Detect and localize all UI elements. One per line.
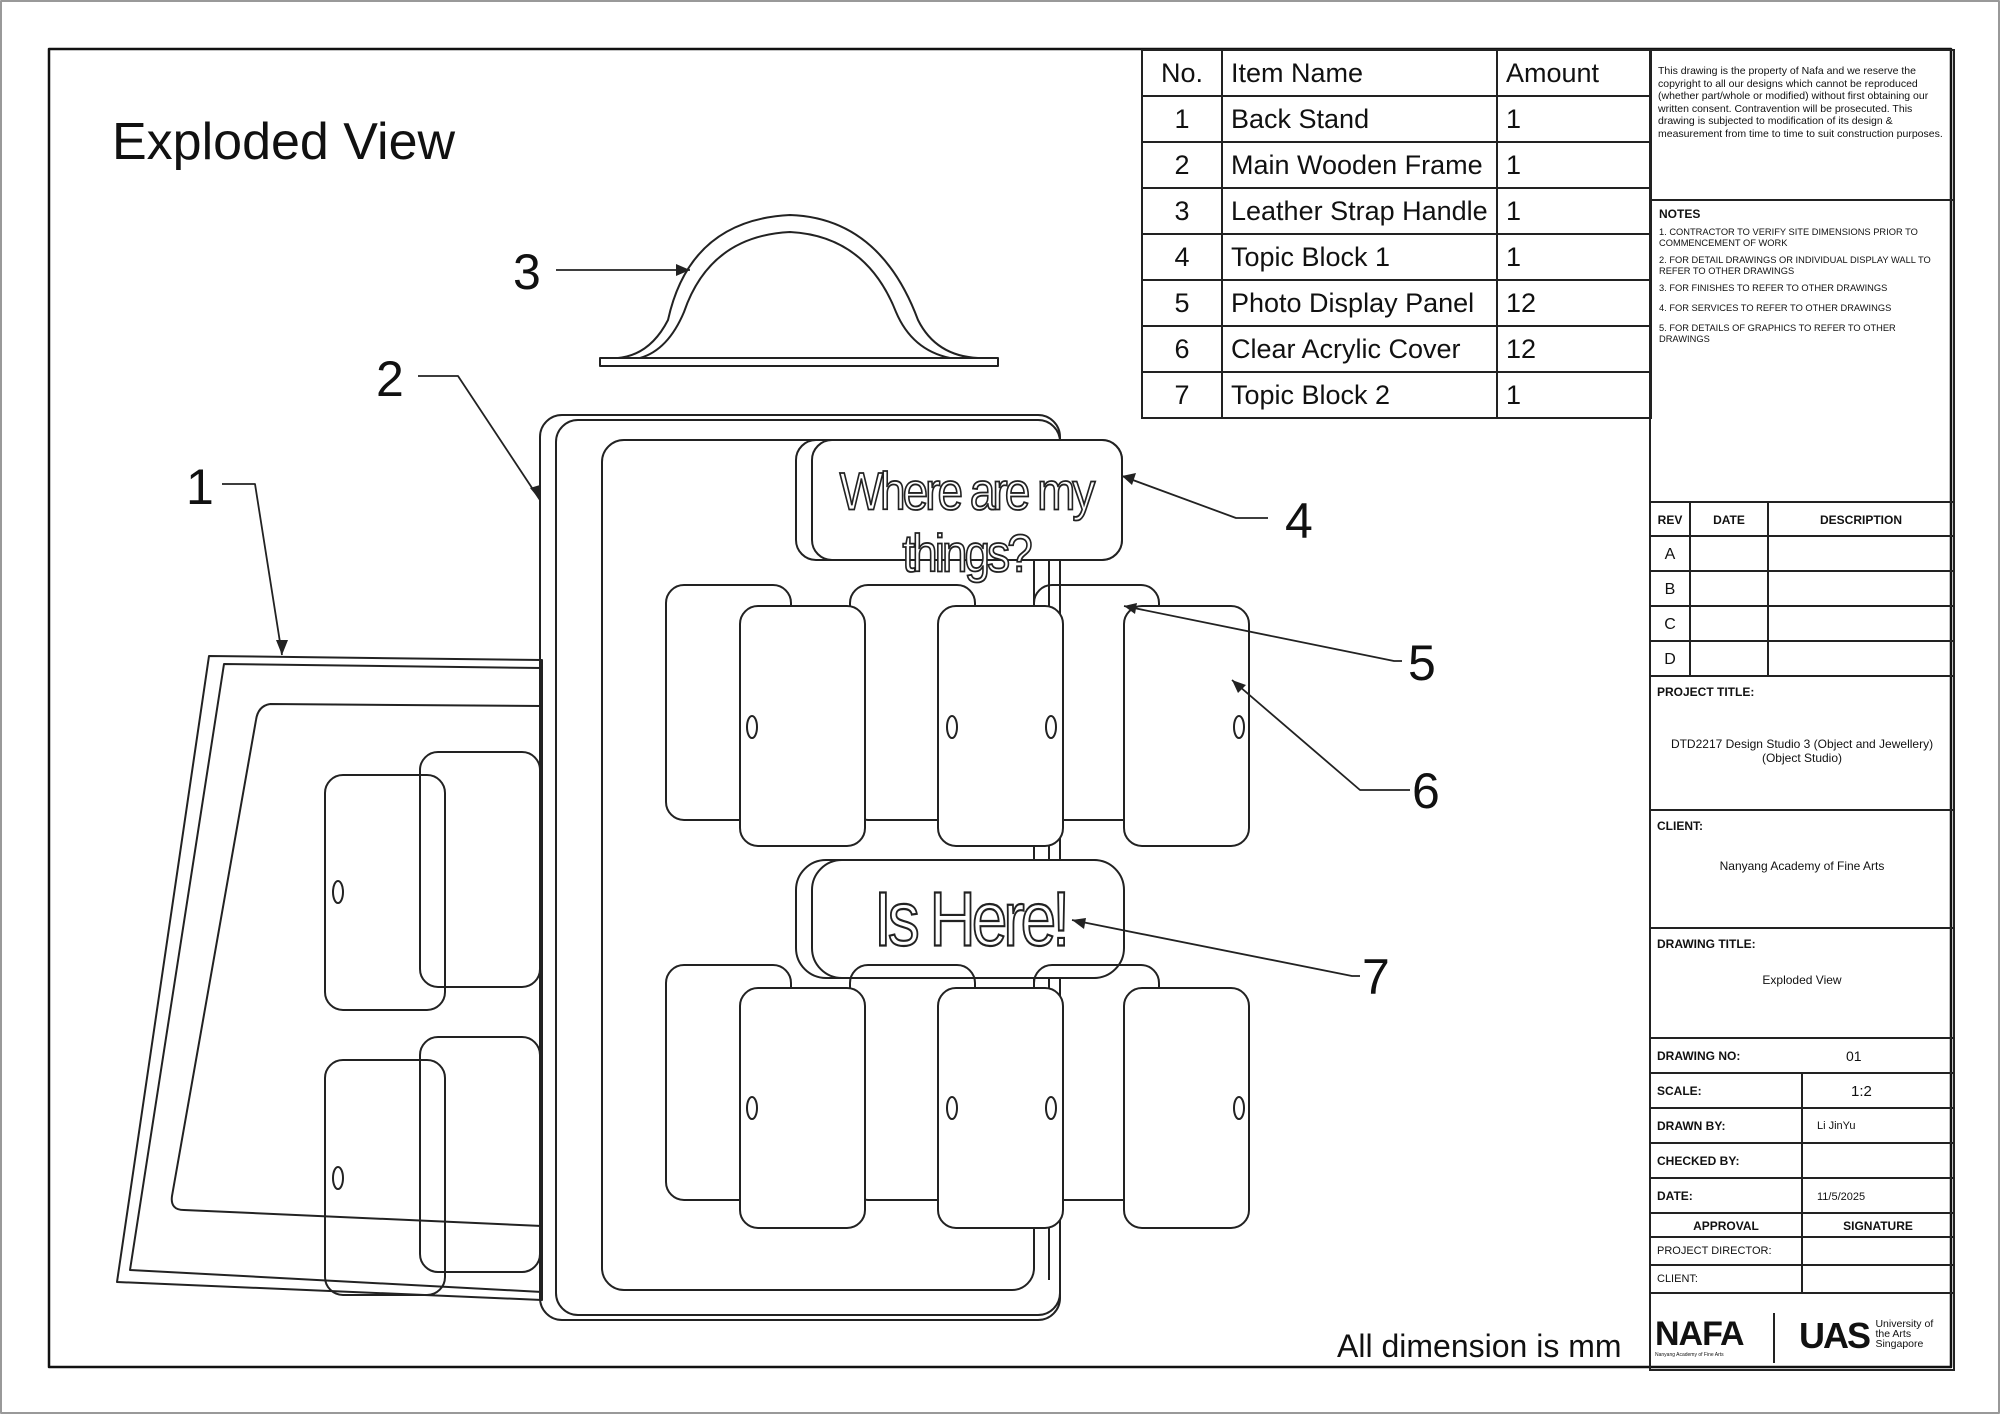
col-header-amount: Amount xyxy=(1496,49,1652,97)
row-no: 5 xyxy=(1141,279,1223,327)
row-amount: 12 xyxy=(1496,279,1652,327)
client-name: Nanyang Academy of Fine Arts xyxy=(1719,859,1885,873)
row-no: 6 xyxy=(1141,325,1223,373)
note-item: 1. CONTRACTOR TO VERIFY SITE DIMENSIONS … xyxy=(1659,227,1918,248)
copyright-section: This drawing is the property of Nafa and… xyxy=(1651,51,1953,201)
row-name: Back Stand xyxy=(1221,95,1498,143)
rev-c: C xyxy=(1664,616,1676,633)
view-title: Exploded View xyxy=(112,113,456,171)
signature-label: SIGNATURE xyxy=(1843,1219,1913,1233)
row-name: Photo Display Panel xyxy=(1221,279,1498,327)
row-no: 4 xyxy=(1141,233,1223,281)
photo-panels xyxy=(665,584,1250,1229)
uas-logo-sub: University of the Arts Singapore xyxy=(1875,1318,1934,1350)
row-no: 7 xyxy=(1141,371,1223,419)
drawn-by-value: Li JinYu xyxy=(1817,1120,1856,1132)
callout-4: 4 xyxy=(1285,493,1313,549)
block-2-text: Is Here! xyxy=(873,875,1071,964)
row-no: 1 xyxy=(1141,95,1223,143)
approval-label: APPROVAL xyxy=(1693,1219,1759,1233)
scale-value: 1:2 xyxy=(1851,1083,1872,1100)
nafa-logo-text: NAFA xyxy=(1655,1315,1745,1353)
revision-table: REV DATE DESCRIPTION A B C D xyxy=(1651,503,1953,677)
client-section: CLIENT: Nanyang Academy of Fine Arts xyxy=(1651,811,1953,929)
topic-block-2 xyxy=(795,859,1125,979)
row-name: Topic Block 2 xyxy=(1221,371,1498,419)
col-header-no: No. xyxy=(1141,49,1223,97)
drawing-title-label: DRAWING TITLE: xyxy=(1657,937,1756,951)
row-name: Clear Acrylic Cover xyxy=(1221,325,1498,373)
callout-7: 7 xyxy=(1362,949,1390,1005)
callout-1: 1 xyxy=(186,459,214,515)
parts-header-row: No. Item Name Amount xyxy=(1141,49,1652,97)
drawing-no-label: DRAWING NO: xyxy=(1657,1049,1741,1063)
note-item: 4. FOR SERVICES TO REFER TO OTHER DRAWIN… xyxy=(1659,303,1892,313)
logo-divider xyxy=(1773,1313,1775,1363)
row-amount: 1 xyxy=(1496,95,1652,143)
callout-6: 6 xyxy=(1412,763,1440,819)
row-no: 2 xyxy=(1141,141,1223,189)
row-amount: 1 xyxy=(1496,233,1652,281)
notes-label: NOTES xyxy=(1659,207,1701,221)
row-name: Leather Strap Handle xyxy=(1221,187,1498,235)
row-amount: 1 xyxy=(1496,141,1652,189)
date-label: DATE: xyxy=(1657,1189,1693,1203)
rev-d: D xyxy=(1664,651,1676,668)
project-director-label: PROJECT DIRECTOR: xyxy=(1657,1245,1772,1257)
scale-label: SCALE: xyxy=(1657,1084,1702,1098)
drawing-title-section: DRAWING TITLE: Exploded View xyxy=(1651,929,1953,1039)
project-title-section: PROJECT TITLE: DTD2217 Design Studio 3 (… xyxy=(1651,677,1953,811)
notes-section: NOTES 1. CONTRACTOR TO VERIFY SITE DIMEN… xyxy=(1651,201,1953,503)
row-amount: 12 xyxy=(1496,325,1652,373)
note-item: 2. FOR DETAIL DRAWINGS OR INDIVIDUAL DIS… xyxy=(1659,255,1931,276)
note-item: 5. FOR DETAILS OF GRAPHICS TO REFER TO O… xyxy=(1659,323,1896,344)
rev-b: B xyxy=(1664,581,1676,598)
back-stand xyxy=(116,655,543,1301)
nafa-logo: NAFA Nanyang Academy of Fine Arts xyxy=(1655,1315,1767,1358)
col-header-name: Item Name xyxy=(1221,49,1498,97)
dimension-note: All dimension is mm xyxy=(1337,1328,1622,1364)
row-no: 3 xyxy=(1141,187,1223,235)
row-name: Main Wooden Frame xyxy=(1221,141,1498,189)
checked-by-label: CHECKED BY: xyxy=(1657,1154,1740,1168)
rev-header: REV xyxy=(1657,513,1683,527)
date-value: 11/5/2025 xyxy=(1817,1191,1866,1203)
uas-logo-text: UAS xyxy=(1799,1315,1871,1356)
uas-logo: UAS University of the Arts Singapore xyxy=(1799,1315,1949,1357)
title-block: This drawing is the property of Nafa and… xyxy=(1649,49,1955,1371)
callout-3: 3 xyxy=(513,244,541,300)
description-header: DESCRIPTION xyxy=(1819,513,1902,527)
drawing-title: Exploded View xyxy=(1762,973,1842,987)
row-name: Topic Block 1 xyxy=(1221,233,1498,281)
date-header: DATE xyxy=(1713,513,1745,527)
client-label: CLIENT: xyxy=(1657,819,1703,833)
copyright-text: This drawing is the property of Nafa and… xyxy=(1658,65,1943,140)
drawing-no-value: 01 xyxy=(1846,1048,1862,1064)
leather-strap-handle xyxy=(599,214,999,367)
row-amount: 1 xyxy=(1496,187,1652,235)
callout-5: 5 xyxy=(1408,635,1436,691)
row-amount: 1 xyxy=(1496,371,1652,419)
topic-block-1 xyxy=(795,439,1123,561)
drawn-by-label: DRAWN BY: xyxy=(1657,1119,1726,1133)
leader-lines xyxy=(222,269,1410,977)
rev-a: A xyxy=(1664,546,1676,563)
callout-2: 2 xyxy=(376,351,404,407)
block-1-text: Where are my things? xyxy=(839,460,1096,584)
project-title-label: PROJECT TITLE: xyxy=(1657,685,1755,699)
client-sign-label: CLIENT: xyxy=(1657,1273,1698,1285)
nafa-logo-sub: Nanyang Academy of Fine Arts xyxy=(1655,1352,1724,1358)
note-item: 3. FOR FINISHES TO REFER TO OTHER DRAWIN… xyxy=(1659,283,1888,293)
project-title: DTD2217 Design Studio 3 (Object and Jewe… xyxy=(1670,737,1934,765)
